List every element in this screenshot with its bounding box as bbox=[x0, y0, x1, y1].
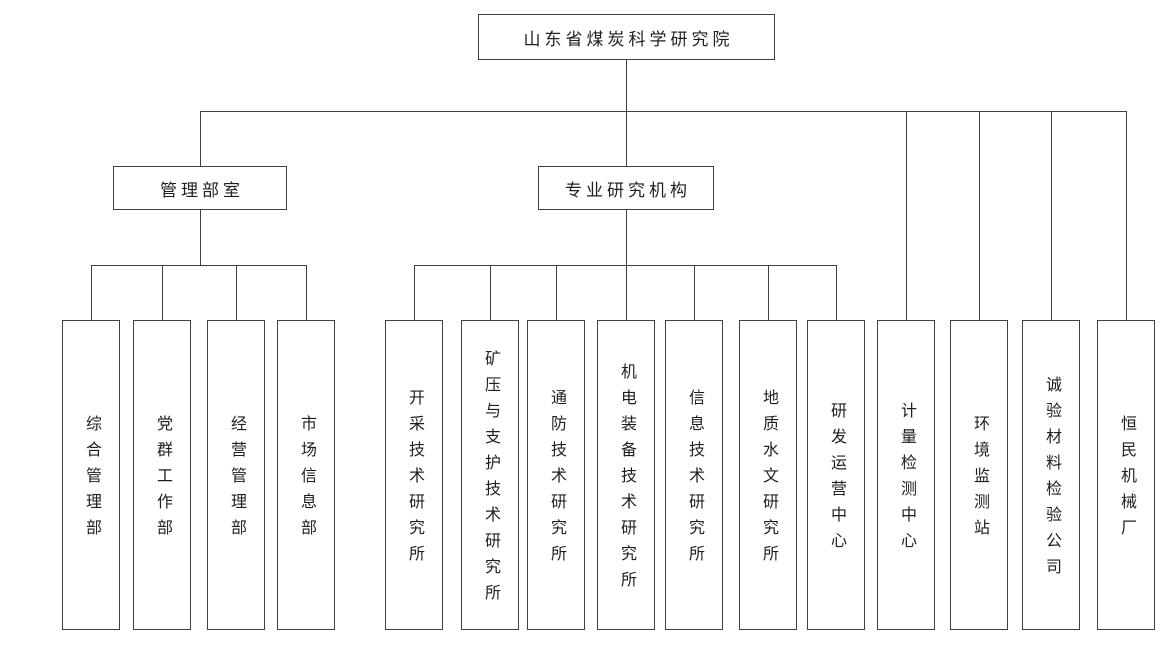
connector-management-to-subbus bbox=[200, 210, 201, 265]
root-box-label: 山东省煤炭科学研究院 bbox=[523, 29, 734, 49]
leaf-label: 开采技术研究所 bbox=[406, 389, 423, 571]
leaf-box-environmental-monitoring-station: 环境监测站 bbox=[950, 320, 1008, 630]
leaf-label: 矿压与支护技术研究所 bbox=[482, 350, 499, 610]
connector-research-subbus bbox=[414, 265, 837, 266]
leaf-label: 地质水文研究所 bbox=[760, 389, 777, 571]
leaf-box-business-management-dept: 经营管理部 bbox=[207, 320, 265, 630]
leaf-box-strata-support-tech-institute: 矿压与支护技术研究所 bbox=[461, 320, 519, 630]
connector-drop-b5 bbox=[694, 265, 695, 320]
leaf-label: 经营管理部 bbox=[228, 415, 245, 545]
connector-drop-a3 bbox=[236, 265, 237, 320]
connector-drop-a4 bbox=[306, 265, 307, 320]
leaf-label: 计量检测中心 bbox=[898, 402, 915, 558]
connector-drop-a2 bbox=[162, 265, 163, 320]
leaf-box-metrology-testing-center: 计量检测中心 bbox=[877, 320, 935, 630]
leaf-box-market-information-dept: 市场信息部 bbox=[277, 320, 335, 630]
leaf-box-comprehensive-management-dept: 综合管理部 bbox=[62, 320, 120, 630]
connector-bus-to-environment bbox=[979, 111, 980, 320]
leaf-label: 党群工作部 bbox=[154, 415, 171, 545]
connector-drop-b4 bbox=[626, 265, 627, 320]
leaf-label: 信息技术研究所 bbox=[686, 389, 703, 571]
leaf-box-ventilation-tech-institute: 通防技术研究所 bbox=[527, 320, 585, 630]
connector-bus-to-material bbox=[1051, 111, 1052, 320]
leaf-box-information-tech-institute: 信息技术研究所 bbox=[665, 320, 723, 630]
leaf-box-party-mass-work-dept: 党群工作部 bbox=[133, 320, 191, 630]
leaf-box-material-inspection-company: 诚验材料检验公司 bbox=[1022, 320, 1080, 630]
branch-box-research: 专业研究机构 bbox=[538, 166, 714, 210]
leaf-box-electromechanical-equipment-institute: 机电装备技术研究所 bbox=[597, 320, 655, 630]
connector-bus-to-management bbox=[200, 111, 201, 166]
root-box-institute: 山东省煤炭科学研究院 bbox=[478, 14, 775, 60]
connector-root-to-bus bbox=[626, 60, 627, 111]
leaf-label: 综合管理部 bbox=[83, 415, 100, 545]
leaf-label: 恒民机械厂 bbox=[1118, 415, 1135, 545]
connector-bus-to-metrology bbox=[906, 111, 907, 320]
connector-management-subbus bbox=[91, 265, 307, 266]
leaf-label: 机电装备技术研究所 bbox=[618, 363, 635, 597]
connector-drop-b6 bbox=[768, 265, 769, 320]
leaf-label: 研发运营中心 bbox=[828, 402, 845, 558]
connector-drop-a1 bbox=[91, 265, 92, 320]
connector-drop-b1 bbox=[414, 265, 415, 320]
leaf-box-hengmin-machinery-factory: 恒民机械厂 bbox=[1097, 320, 1155, 630]
connector-drop-b3 bbox=[556, 265, 557, 320]
leaf-box-rd-operation-center: 研发运营中心 bbox=[807, 320, 865, 630]
branch-box-research-label: 专业研究机构 bbox=[565, 180, 691, 200]
leaf-label: 环境监测站 bbox=[971, 415, 988, 545]
branch-box-management-label: 管理部室 bbox=[160, 180, 244, 200]
connector-bus-to-research bbox=[626, 111, 627, 166]
branch-box-management: 管理部室 bbox=[113, 166, 287, 210]
connector-bus-to-machinery bbox=[1126, 111, 1127, 320]
connector-research-to-subbus bbox=[626, 210, 627, 265]
connector-top-bus bbox=[200, 111, 1127, 112]
connector-drop-b7 bbox=[836, 265, 837, 320]
leaf-box-geology-hydrology-institute: 地质水文研究所 bbox=[739, 320, 797, 630]
leaf-label: 市场信息部 bbox=[298, 415, 315, 545]
leaf-box-mining-tech-institute: 开采技术研究所 bbox=[385, 320, 443, 630]
leaf-label: 通防技术研究所 bbox=[548, 389, 565, 571]
leaf-label: 诚验材料检验公司 bbox=[1043, 376, 1060, 584]
connector-drop-b2 bbox=[490, 265, 491, 320]
